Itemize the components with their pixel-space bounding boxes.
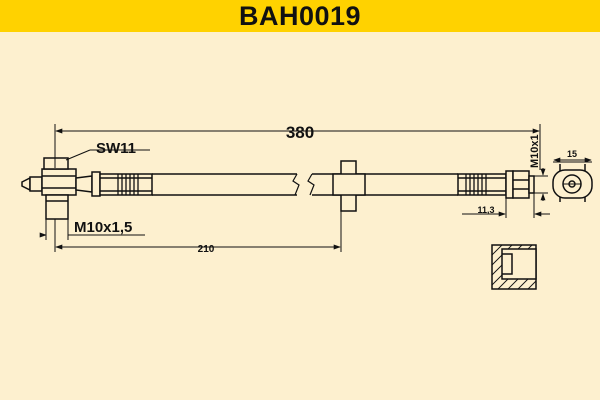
right-fitting [457,170,535,199]
overall-length-label: 380 [286,123,314,142]
technical-drawing: 380 210 SW11 M10x1,5 M10x1 11,3 15 [21,123,593,290]
fitting-offset-label: 210 [198,244,215,255]
end-view [552,164,593,202]
hose-bracket [332,160,366,212]
brake-hose [152,173,458,196]
wrench-size-label: SW11 [96,140,136,157]
dimension-lines [39,124,592,252]
section-detail [491,244,537,290]
left-fitting [21,157,153,220]
thread-left-label: M10x1,5 [74,219,132,236]
thread-right-label: M10x1 [529,134,541,168]
end-depth-label: 11,3 [477,205,494,215]
title-bar: BAH0019 [0,0,600,32]
end-diameter-label: 15 [567,149,577,159]
part-number: BAH0019 [238,0,362,31]
